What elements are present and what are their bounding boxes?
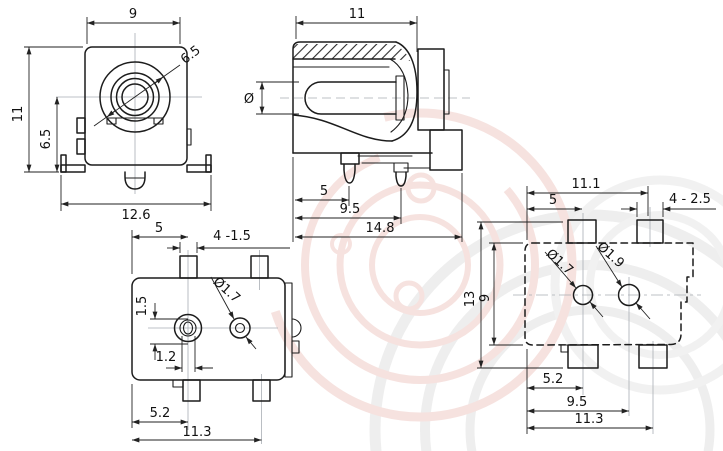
dim-footprint-hole2-x: 9.5 (567, 395, 588, 410)
front-side-tab (76, 117, 86, 134)
dim-bottom-hole-offset: 5.2 (150, 406, 171, 421)
dim-front-top-width: 9 (129, 7, 137, 22)
watermark-gray-ring (550, 175, 723, 395)
watermark-gray-ring (420, 260, 723, 451)
footprint-hole-1 (572, 284, 594, 306)
dim-bottom-slot-length: 1.5 (135, 296, 150, 317)
watermark-red-ring (336, 181, 504, 349)
dim-footprint-overall-width: 11.1 (572, 177, 601, 192)
bottom-hole-inner (234, 322, 246, 334)
footprint-stub (560, 344, 569, 353)
bottom-top-tab (250, 255, 269, 279)
side-view: 11 Ø 5 9.5 14.8 (244, 7, 470, 242)
dim-bottom-slot-width: 1.2 (156, 350, 177, 365)
front-view: 9 6.5 11 6.5 12.6 (11, 7, 212, 223)
dim-side-pin1-offset: 5 (320, 184, 328, 199)
dim-front-base-width: 12.6 (122, 208, 151, 223)
dim-bottom-tab-offset: 5 (155, 221, 163, 236)
front-side-step (186, 128, 192, 146)
front-dimensions (24, 17, 212, 211)
front-pin-hole-circle (121, 83, 149, 111)
watermark-red-small-ring (405, 172, 437, 204)
bottom-bottom-tab (182, 379, 201, 402)
dim-side-pin2-offset: 9.5 (340, 202, 361, 217)
footprint-bottom-pad (567, 344, 599, 369)
side-hatch-wedge (393, 44, 410, 61)
front-centerlines (56, 33, 202, 194)
bottom-dimensions (131, 230, 290, 443)
dim-footprint-span: 11.3 (575, 412, 604, 427)
front-body-outline (84, 46, 188, 166)
watermark-red-small-ring (393, 280, 425, 312)
side-pin-channel (395, 75, 405, 121)
logo-watermark (263, 108, 723, 451)
front-right-foot-plate (186, 164, 212, 173)
side-cavity-slot (304, 81, 397, 115)
front-center-pin (124, 171, 146, 190)
dim-front-height: 11 (11, 106, 26, 123)
bottom-view: 5 4 -1.5 1.5 Ø1.7 1.2 5.2 11.3 (131, 221, 302, 444)
footprint-dimensions (477, 186, 716, 434)
bottom-centerlines (148, 250, 278, 444)
watermark-gray-ring (465, 305, 715, 451)
dim-side-pin-hole-dia: Ø (244, 92, 254, 107)
front-flat-notch (153, 117, 164, 125)
bottom-right-flange (284, 282, 293, 378)
front-side-tab (76, 138, 86, 155)
dim-footprint-overall-height: 13 (463, 291, 478, 308)
side-rear-tab (443, 69, 450, 115)
dim-footprint-hole1-x: 5.2 (543, 372, 564, 387)
side-pin-2-collar (393, 162, 409, 173)
side-lower-block (429, 129, 463, 171)
dim-bottom-hole-dia: Ø1.7 (210, 274, 243, 306)
footprint-top-pad (567, 219, 597, 244)
footprint-top-pad (636, 219, 664, 244)
bottom-top-tab (179, 255, 198, 279)
front-flat-notch (106, 117, 117, 125)
dim-bottom-tab-count-width: 4 -1.5 (213, 229, 251, 244)
bottom-pin-slot (182, 321, 194, 335)
bottom-pin-boss-inner (179, 319, 197, 337)
side-terminal-collar (340, 152, 360, 165)
front-barrel-circle (115, 77, 155, 117)
watermark-red-ring (301, 146, 539, 384)
bottom-flange-step (291, 340, 300, 354)
dim-side-overall-depth: 14.8 (366, 221, 395, 236)
pcb-footprint-view: 11.1 5 4 - 2.5 13 9 Ø1.7 Ø1.9 5.2 9.5 11… (463, 177, 716, 434)
front-barrel-outer-circle (99, 61, 171, 133)
footprint-body-dashed-outline (524, 242, 694, 346)
side-hatch-band (293, 44, 393, 59)
front-barrel-circle (110, 72, 160, 122)
side-body-outline (292, 41, 397, 154)
dim-footprint-pad-count-width: 4 - 2.5 (669, 192, 711, 207)
dim-footprint-body-height: 9 (478, 294, 493, 302)
watermark-gray-ring (369, 209, 723, 451)
bottom-flange-bump (291, 318, 302, 338)
bottom-pin-boss-outer (173, 313, 203, 343)
dim-bottom-span: 11.3 (183, 425, 212, 440)
front-left-foot-plate (60, 164, 86, 173)
bottom-hole-outer (229, 317, 251, 339)
side-dimensions (256, 16, 463, 242)
watermark-red-ring (369, 214, 471, 316)
side-strain-curve (292, 114, 393, 142)
dim-front-center-to-base: 6.5 (39, 129, 54, 150)
dim-side-top-depth: 11 (349, 7, 366, 22)
watermark-red-ring (263, 108, 577, 422)
side-pin-2 (395, 171, 407, 187)
footprint-bottom-pad (638, 344, 668, 369)
side-pin-1 (343, 163, 356, 184)
watermark-gray-ring (586, 211, 723, 359)
side-dome-inner (389, 58, 409, 133)
dim-footprint-pad1-offset: 5 (549, 193, 557, 208)
footprint-hole-2 (617, 283, 641, 307)
side-dome-outer (391, 41, 418, 142)
bottom-bottom-tab (252, 379, 271, 402)
bottom-stub (172, 379, 184, 388)
